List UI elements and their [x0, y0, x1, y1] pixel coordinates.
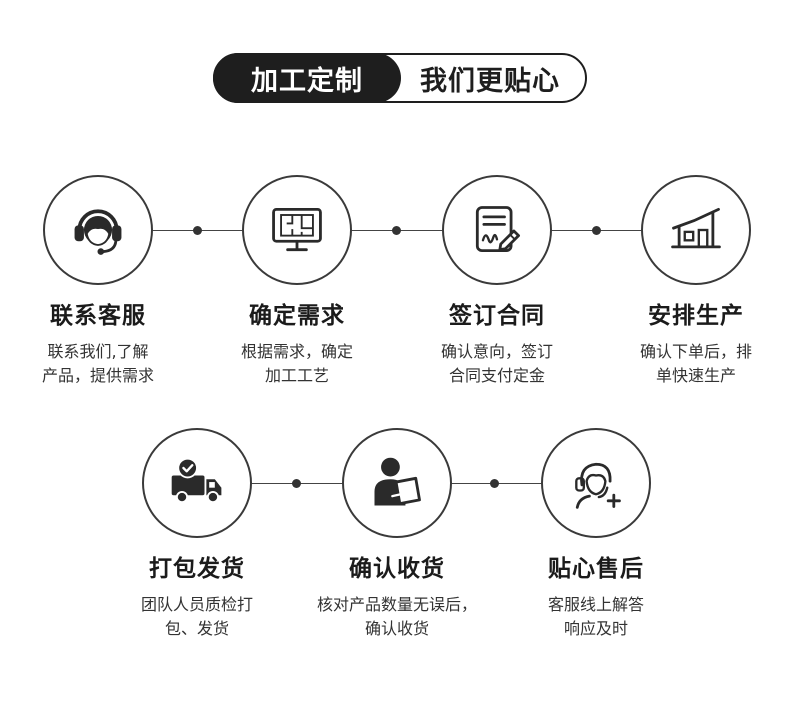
step-description: 确认下单后，排 单快速生产	[606, 340, 786, 388]
step-description-line: 确认下单后，排	[639, 342, 752, 361]
step-icon-circle	[242, 175, 352, 285]
step-description-line: 确认意向，签订	[440, 342, 553, 361]
step-description: 客服线上解答 响应及时	[506, 593, 686, 641]
person-tablet-icon	[374, 457, 421, 506]
step-description-line: 产品，提供需求	[41, 366, 154, 385]
step-title: 联系客服	[50, 303, 146, 329]
step-sign-contract: 签订合同 确认意向，签订 合同支付定金	[407, 175, 587, 388]
step-arrange-production: 安排生产 确认下单后，排 单快速生产	[606, 175, 786, 388]
delivery-truck-check-icon	[171, 457, 222, 504]
step-description: 核对产品数量无误后， 确认收货	[307, 593, 487, 641]
step-description: 根据需求，确定 加工工艺	[207, 340, 387, 388]
step-description: 确认意向，签订 合同支付定金	[407, 340, 587, 388]
step-icon-circle	[342, 428, 452, 538]
contract-signature-icon	[475, 206, 520, 253]
connector-dot	[489, 479, 499, 488]
step-description-line: 合同支付定金	[448, 366, 545, 385]
step-icon-circle	[442, 175, 552, 285]
step-title: 签订合同	[449, 303, 545, 329]
step-contact-service: 联系客服 联系我们,了解 产品，提供需求	[8, 175, 188, 388]
header-banner: 加工定制 我们更贴心	[213, 53, 587, 103]
headset-icon	[74, 209, 122, 255]
step-title: 安排生产	[648, 303, 744, 329]
step-icon-circle	[142, 428, 252, 538]
step-icon-circle	[43, 175, 153, 285]
step-description-line: 联系我们,了解	[47, 342, 149, 361]
support-agent-plus-icon	[575, 462, 621, 509]
step-icon-circle	[641, 175, 751, 285]
step-description-line: 确认收货	[364, 619, 429, 638]
step-confirm-requirements: 确定需求 根据需求，确定 加工工艺	[207, 175, 387, 388]
factory-house-icon	[671, 207, 721, 249]
connector-dot	[291, 479, 301, 488]
step-description-line: 团队人员质检打	[140, 595, 253, 614]
step-description-line: 根据需求，确定	[240, 342, 353, 361]
step-description: 联系我们,了解 产品，提供需求	[8, 340, 188, 388]
connector-dot	[192, 226, 202, 235]
blueprint-monitor-icon	[272, 207, 322, 252]
step-description-line: 加工工艺	[264, 366, 329, 385]
step-title: 确定需求	[249, 303, 345, 329]
step-pack-ship: 打包发货 团队人员质检打 包、发货	[107, 428, 287, 641]
step-title: 打包发货	[149, 556, 245, 582]
step-title: 确认收货	[349, 556, 445, 582]
banner-left-label: 加工定制	[213, 53, 401, 103]
banner-right-label: 我们更贴心	[420, 65, 560, 97]
connector-dot	[591, 226, 601, 235]
step-description-line: 包、发货	[164, 619, 229, 638]
connector-dot	[391, 226, 401, 235]
step-after-sales: 贴心售后 客服线上解答 响应及时	[506, 428, 686, 641]
step-description-line: 单快速生产	[655, 366, 736, 385]
step-title: 贴心售后	[548, 556, 644, 582]
step-description-line: 核对产品数量无误后，	[316, 595, 477, 614]
step-description-line: 客服线上解答	[547, 595, 644, 614]
step-description: 团队人员质检打 包、发货	[107, 593, 287, 641]
step-confirm-receipt: 确认收货 核对产品数量无误后， 确认收货	[307, 428, 487, 641]
step-description-line: 响应及时	[563, 619, 628, 638]
step-icon-circle	[541, 428, 651, 538]
